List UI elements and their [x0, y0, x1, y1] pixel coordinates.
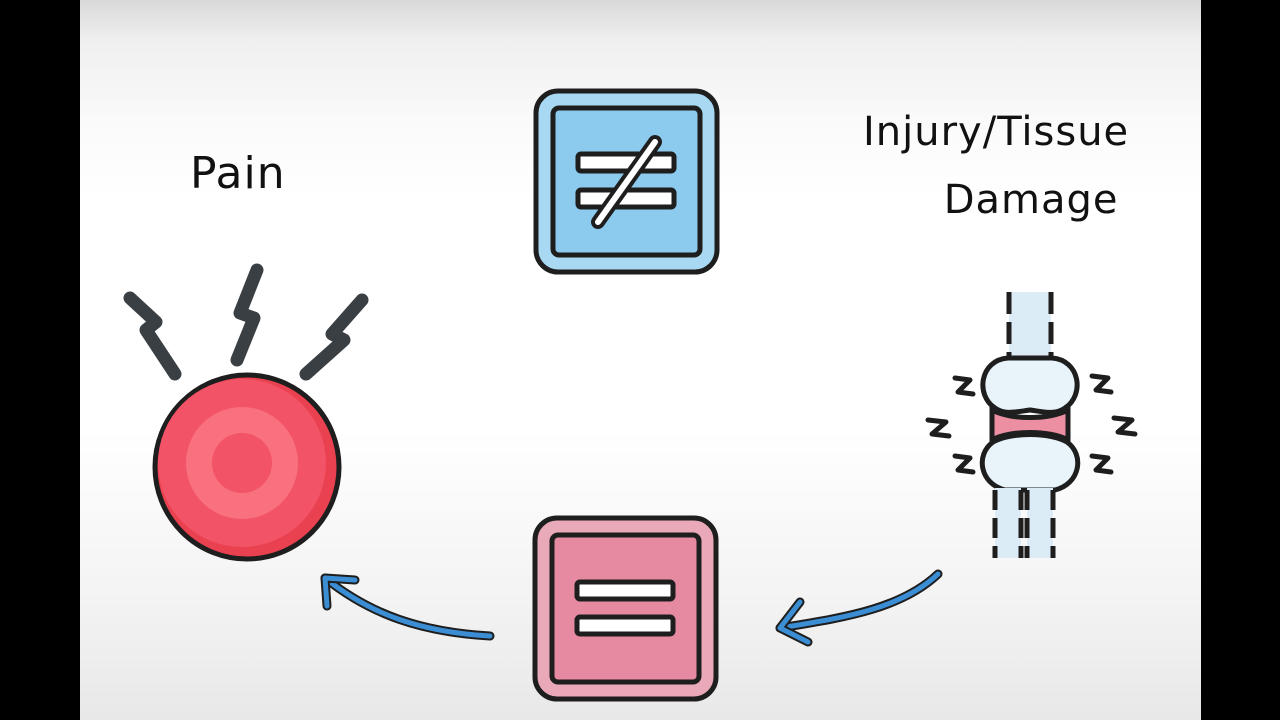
arrow-equal-to-pain [320, 573, 495, 641]
pain-burst-icon [123, 263, 369, 562]
not-equal-icon [533, 88, 720, 275]
injury-label: Injury/Tissue Damage [863, 112, 1129, 220]
injury-label-line2: Damage [943, 177, 1119, 223]
knee-joint-icon [925, 292, 1138, 558]
equal-icon [532, 515, 719, 702]
diagram-canvas: Pain Injury/Tissue Damage [80, 0, 1201, 720]
pain-label: Pain [190, 148, 286, 199]
diagram-graphics [123, 88, 1138, 702]
arrow-injury-to-equal [775, 569, 943, 647]
injury-label-line1: Injury/Tissue [863, 109, 1130, 155]
